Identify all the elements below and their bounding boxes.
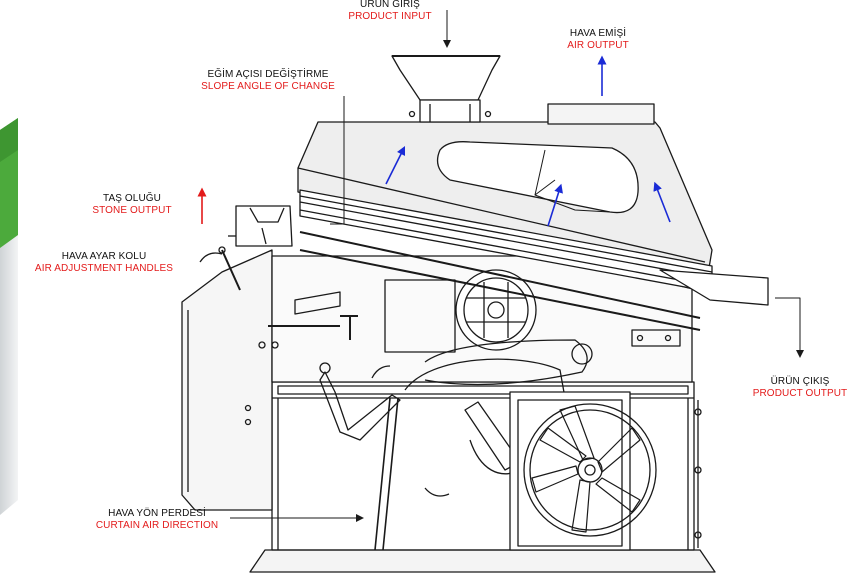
label-stone-output: TAŞ OLUĞU STONE OUTPUT (92, 193, 171, 217)
upper-fan (455, 269, 537, 351)
label-air-output-en: AIR OUTPUT (567, 40, 629, 51)
label-slope-angle-tr: EĞİM AÇISI DEĞİŞTİRME (207, 69, 329, 80)
label-slope-angle: EĞİM AÇISI DEĞİŞTİRME SLOPE ANGLE OF CHA… (201, 69, 335, 93)
label-curtain-air: HAVA YÖN PERDESİ CURTAIN AIR DIRECTION (96, 508, 218, 532)
leader-lines (230, 10, 804, 522)
label-stone-output-en: STONE OUTPUT (92, 205, 172, 216)
sieve-deck (299, 189, 769, 331)
air-flow-arrows (385, 55, 671, 227)
label-air-adjustment-en: AIR ADJUSTMENT HANDLES (34, 263, 174, 274)
label-air-output: HAVA EMİŞİ AIR OUTPUT (567, 28, 629, 52)
base-frame (249, 381, 716, 573)
label-curtain-air-tr: HAVA YÖN PERDESİ (108, 508, 206, 519)
label-product-input: ÜRÜN GİRİŞ PRODUCT INPUT (348, 0, 431, 23)
label-air-output-tr: HAVA EMİŞİ (569, 28, 627, 39)
label-stone-output-tr: TAŞ OLUĞU (103, 193, 161, 204)
belt-drive (424, 339, 593, 386)
label-product-input-en: PRODUCT INPUT (348, 11, 432, 22)
label-product-output-en: PRODUCT OUTPUT (752, 388, 848, 399)
stone-output-box (228, 205, 293, 247)
left-housing (181, 249, 273, 511)
label-slope-angle-en: SLOPE ANGLE OF CHANGE (201, 81, 335, 92)
label-curtain-air-en: CURTAIN AIR DIRECTION (95, 520, 219, 531)
label-air-adjustment-tr: HAVA AYAR KOLU (61, 251, 147, 262)
label-air-adjustment: HAVA AYAR KOLU AIR ADJUSTMENT HANDLES (35, 251, 173, 275)
label-product-output: ÜRÜN ÇIKIŞ PRODUCT OUTPUT (753, 376, 848, 400)
side-photo (0, 118, 18, 515)
input-hopper (391, 55, 501, 123)
lower-fan (509, 391, 702, 551)
label-product-input-tr: ÜRÜN GİRİŞ (360, 0, 420, 10)
air-adjustment-lever (199, 246, 241, 291)
air-curtain (319, 362, 450, 551)
label-product-output-tr: ÜRÜN ÇIKIŞ (770, 376, 830, 387)
